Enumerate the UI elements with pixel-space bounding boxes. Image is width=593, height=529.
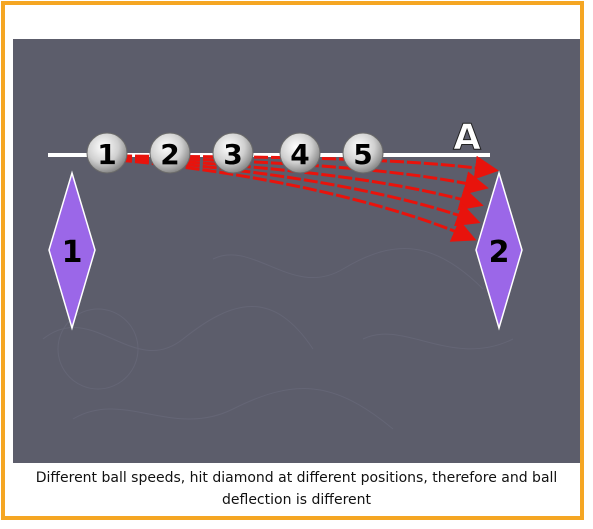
diamond-1: 1 bbox=[48, 170, 96, 331]
deflection-diagram: A 1 2 3 bbox=[42, 117, 523, 430]
background-texture bbox=[42, 248, 514, 430]
diamond-2-label: 2 bbox=[489, 235, 510, 270]
ball-5: 5 bbox=[342, 132, 384, 174]
ball-1-label: 1 bbox=[97, 138, 116, 171]
ball-3-label: 3 bbox=[223, 138, 242, 171]
ball-2-label: 2 bbox=[160, 138, 179, 171]
ball-1: 1 bbox=[86, 132, 128, 174]
ball-3: 3 bbox=[212, 132, 254, 174]
ball-2: 2 bbox=[149, 132, 191, 174]
figure-frame: A 1 2 3 bbox=[1, 1, 584, 520]
diagram-panel: A 1 2 3 bbox=[13, 39, 580, 463]
point-label-a: A bbox=[453, 117, 481, 158]
ball-4-label: 4 bbox=[290, 138, 309, 171]
figure-caption: Different ball speeds, hit diamond at di… bbox=[35, 470, 558, 508]
ball-5-label: 5 bbox=[353, 138, 372, 171]
diamond-1-label: 1 bbox=[62, 235, 83, 270]
diamond-2: 2 bbox=[475, 170, 523, 331]
ball-4: 4 bbox=[279, 132, 321, 174]
